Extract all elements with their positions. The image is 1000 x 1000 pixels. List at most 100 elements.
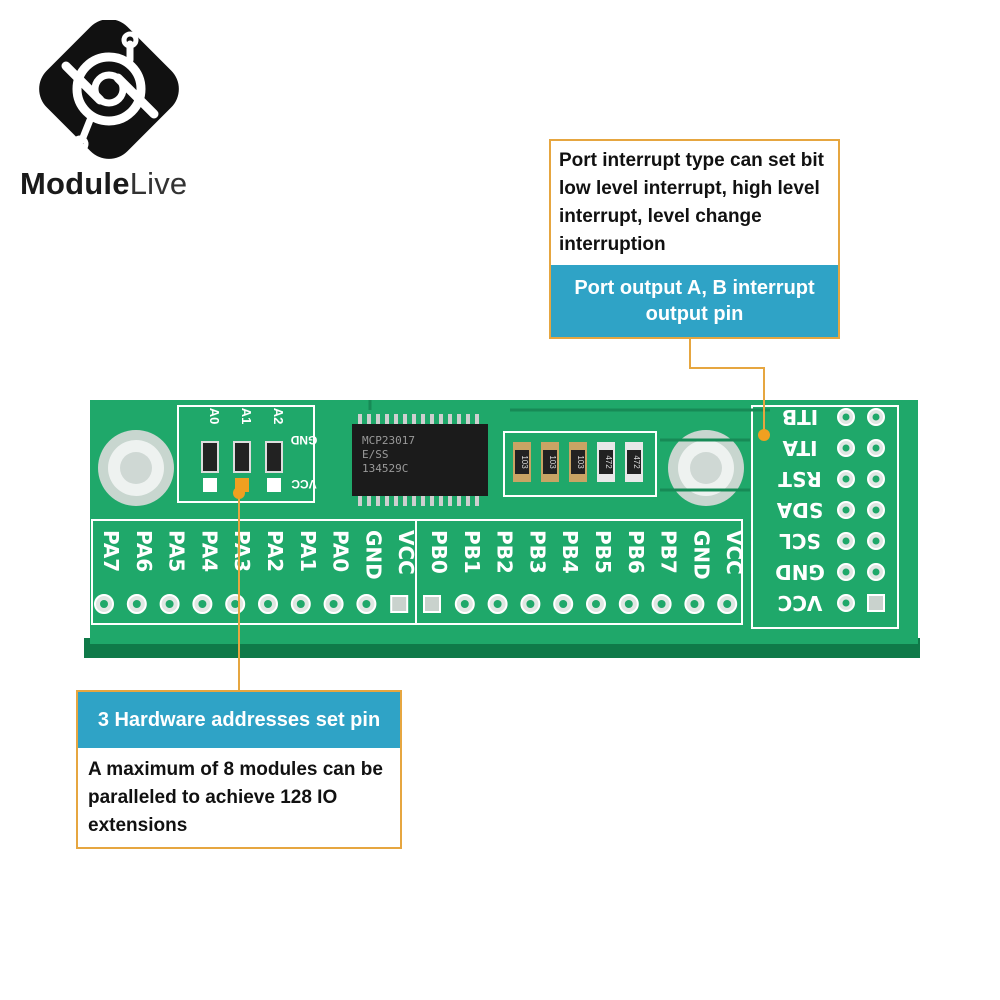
hardware-address-callout-text: A maximum of 8 modules can be paralleled… — [76, 748, 402, 849]
pin-hole — [842, 537, 850, 545]
pin-hole — [842, 413, 850, 421]
right-pin-label: SDA — [776, 498, 823, 522]
pin-hole — [296, 600, 305, 608]
chip-leg — [421, 414, 425, 424]
chip-leg — [358, 496, 362, 506]
address-pad — [203, 478, 217, 492]
pin-hole — [362, 600, 371, 608]
smd-label: 103 — [520, 455, 529, 469]
pin-hole — [657, 600, 666, 608]
pin-pad — [390, 595, 409, 613]
smd-body — [543, 450, 557, 474]
chip-leg — [367, 414, 371, 424]
smd-body — [599, 450, 613, 474]
pin-hole — [592, 600, 600, 608]
bottom-pin-label: PA6 — [132, 530, 156, 572]
right-pin-label: ITA — [782, 436, 818, 460]
chip-leg — [466, 414, 470, 424]
chip-leg — [412, 496, 416, 506]
bottom-pin-label: PB1 — [460, 530, 484, 574]
bottom-pin-label: PB4 — [558, 530, 582, 574]
pin-pad — [423, 595, 441, 613]
pin-hole — [329, 600, 338, 608]
pin-hole — [723, 600, 732, 608]
chip-leg — [457, 496, 461, 506]
chip-marking: MCP23017 — [362, 434, 415, 447]
chip-leg — [376, 496, 380, 506]
smd-body — [515, 450, 529, 474]
chip-leg — [394, 496, 398, 506]
chip-leg — [457, 414, 461, 424]
bottom-pin-label: GND — [361, 530, 385, 580]
chip-leg — [412, 414, 416, 424]
chip-leg — [448, 496, 452, 506]
bottom-pin-label: PA2 — [263, 530, 287, 572]
bottom-pin-label: PB7 — [657, 530, 681, 574]
pin-hole — [493, 600, 502, 608]
right-pin-label: ITB — [782, 405, 818, 429]
smd-label: 472 — [632, 455, 641, 469]
chip-leg — [358, 414, 362, 424]
pin-hole — [872, 568, 880, 576]
interrupt-output-callout-heading: Port output A, B interrupt output pin — [549, 265, 840, 339]
mounting-hole-left — [98, 430, 174, 506]
address-label: A0 — [207, 408, 222, 425]
mounting-hole-right — [668, 430, 744, 506]
pin-hole — [264, 600, 272, 608]
pin-hole — [842, 599, 850, 607]
address-label: A1 — [239, 408, 254, 425]
pin-hole — [165, 600, 174, 608]
chip-leg — [367, 496, 371, 506]
pin-hole — [460, 600, 469, 608]
chip-leg — [475, 414, 479, 424]
pin-hole — [690, 600, 699, 608]
bottom-pin-label: PA0 — [329, 530, 353, 572]
brand-name: ModuleLive — [20, 166, 187, 202]
pin-hole — [842, 568, 850, 576]
chip-leg — [439, 414, 443, 424]
chip-marking: E/SS — [362, 448, 389, 461]
bottom-pin-label: PA1 — [296, 530, 320, 572]
pin-hole — [872, 506, 880, 514]
address-resistor — [233, 441, 251, 473]
right-pin-label: RST — [778, 467, 822, 491]
pin-hole — [872, 475, 880, 483]
pin-hole — [842, 506, 850, 514]
address-side-label: GND — [290, 433, 317, 447]
smd-body — [627, 450, 641, 474]
address-pad — [267, 478, 281, 492]
right-pin-label: GND — [775, 560, 825, 584]
chip-leg — [385, 414, 389, 424]
chip-leg — [403, 496, 407, 506]
chip-leg — [430, 414, 434, 424]
pin-hole — [526, 600, 535, 608]
chip-leg — [385, 496, 389, 506]
chip-leg — [403, 414, 407, 424]
bottom-pin-label: GND — [689, 530, 713, 580]
pin-hole — [842, 475, 850, 483]
pin-pad — [867, 594, 885, 612]
hardware-address-callout-heading: 3 Hardware addresses set pin — [76, 690, 402, 748]
pin-hole — [231, 600, 240, 608]
chip-leg — [439, 496, 443, 506]
bottom-pin-label: PB0 — [427, 530, 451, 574]
bottom-pin-label: PB3 — [525, 530, 549, 574]
pin-hole — [100, 600, 108, 608]
chip-leg — [430, 496, 434, 506]
bottom-pin-label: PB2 — [493, 530, 517, 574]
bottom-pin-label: VCC — [394, 530, 418, 575]
bottom-pin-label: PA5 — [165, 530, 189, 572]
chip-leg — [448, 414, 452, 424]
bottom-pin-label: PB5 — [591, 530, 615, 574]
smd-label: 103 — [548, 455, 557, 469]
bottom-pin-label: VCC — [722, 530, 746, 575]
smd-label: 103 — [576, 455, 585, 469]
bottom-pin-label: PA7 — [99, 530, 123, 572]
pin-hole — [842, 444, 850, 452]
bottom-pin-label: PB6 — [624, 530, 648, 574]
